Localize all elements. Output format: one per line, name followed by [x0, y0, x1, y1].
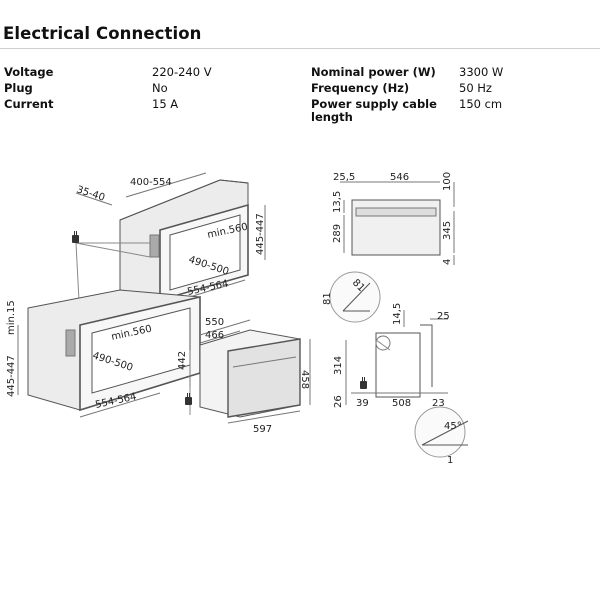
spec-cable-label-line2: length: [311, 110, 353, 124]
dim-front-25-5: 25,5: [333, 172, 355, 183]
dim-detail-45: 45°: [444, 421, 462, 432]
dim-oven-550: 550: [205, 317, 224, 328]
spec-nominal-power-label: Nominal power (W): [311, 65, 436, 79]
spec-voltage-label: Voltage: [4, 65, 54, 79]
plug-icon-side: [360, 377, 367, 389]
spec-plug-value: No: [152, 81, 168, 95]
dim-front-289: 289: [332, 224, 343, 243]
dim-front-13-5: 13,5: [332, 191, 343, 213]
dim-front-345: 345: [442, 221, 453, 240]
spec-current-label: Current: [4, 97, 54, 111]
dim-side-26: 26: [333, 395, 344, 408]
spec-frequency-value: 50 Hz: [459, 81, 492, 95]
oven-door: [227, 338, 301, 418]
upper-socket-block: [149, 234, 160, 258]
spec-current-value: 15 A: [152, 97, 179, 111]
spec-frequency-label: Frequency (Hz): [311, 81, 410, 95]
dim-side-23: 23: [432, 398, 445, 409]
dim-upper-width: 400-554: [130, 177, 172, 188]
spec-cable-label-line1: Power supply cable: [311, 97, 437, 111]
dim-front-100: 100: [442, 172, 453, 191]
dim-side-314: 314: [333, 356, 344, 375]
spec-nominal-power-value: 3300 W: [459, 65, 504, 79]
dim-side-25: 25: [437, 311, 450, 322]
dim-side-39: 39: [356, 398, 369, 409]
dim-lower-min-top: min.15: [6, 300, 17, 335]
spec-cable-value: 150 cm: [459, 97, 503, 111]
plug-icon-oven: [185, 393, 192, 405]
lower-socket-block: [65, 329, 76, 357]
dim-oven-597: 597: [253, 424, 272, 435]
dim-oven-466: 466: [205, 330, 224, 341]
dim-side-14-5: 14,5: [392, 303, 403, 325]
dim-lower-height: 445-447: [6, 355, 17, 397]
dim-front-546: 546: [390, 172, 409, 183]
dim-oven-442: 442: [177, 351, 188, 370]
dim-side-508: 508: [392, 398, 411, 409]
dim-upper-gap: 35-40: [75, 184, 106, 203]
dim-detail-1: 1: [447, 455, 453, 466]
detail-circle-81: [329, 271, 381, 323]
dim-detail-81b: 81: [322, 292, 333, 305]
title-divider: [0, 48, 600, 49]
dim-oven-458: 458: [299, 370, 310, 389]
page-title: Electrical Connection: [3, 24, 202, 43]
installation-drawing: 400-554 35-40 min.560 445-447 490-500 55…: [6, 172, 469, 466]
detail-circle-45: [414, 406, 466, 458]
plug-icon: [72, 231, 79, 243]
dim-upper-height: 445-447: [255, 213, 266, 255]
spec-plug-label: Plug: [4, 81, 33, 95]
dim-front-4: 4: [442, 259, 453, 265]
spec-voltage-value: 220-240 V: [152, 65, 212, 79]
